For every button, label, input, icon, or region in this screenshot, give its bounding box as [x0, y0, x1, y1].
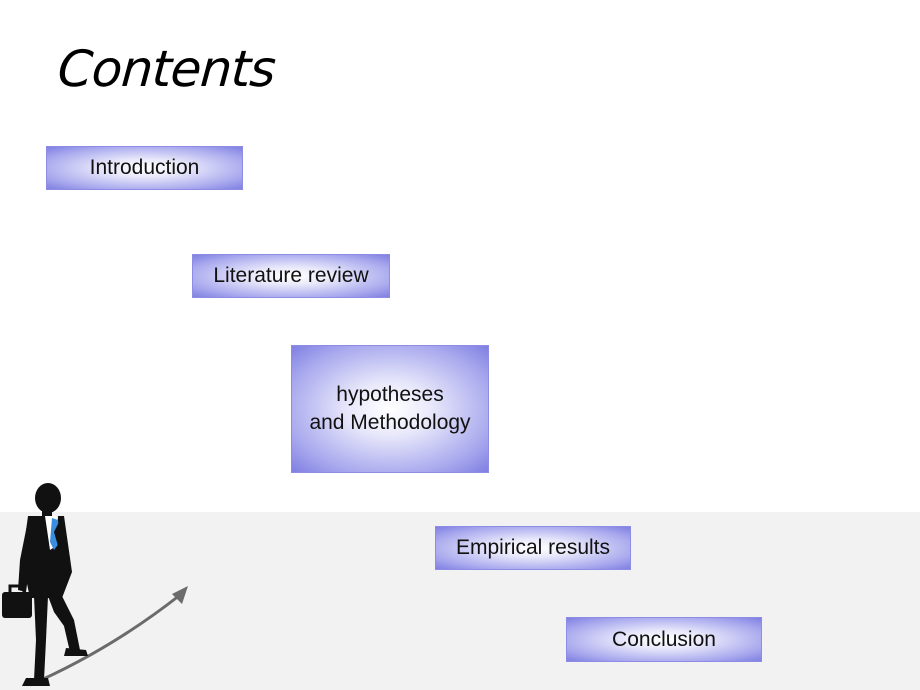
contents-item-label: Empirical results [455, 536, 611, 559]
contents-item-label-line1: hypotheses [336, 383, 444, 406]
contents-item-label: Introduction [89, 156, 200, 179]
page-title: Contents [55, 40, 277, 98]
contents-item-hypotheses-methodology[interactable]: hypotheses and Methodology [291, 345, 489, 473]
contents-item-label: Literature review [213, 264, 369, 287]
contents-item-label: Conclusion [612, 627, 716, 651]
contents-item-introduction[interactable]: Introduction [46, 146, 243, 190]
growth-arrow-icon [29, 586, 188, 687]
contents-item-literature-review[interactable]: Literature review [192, 254, 390, 298]
contents-item-label-line2: and Methodology [309, 411, 471, 434]
contents-item-conclusion[interactable]: Conclusion [566, 617, 762, 662]
businessman-climbing-icon [2, 483, 188, 687]
contents-item-empirical-results[interactable]: Empirical results [435, 526, 631, 570]
